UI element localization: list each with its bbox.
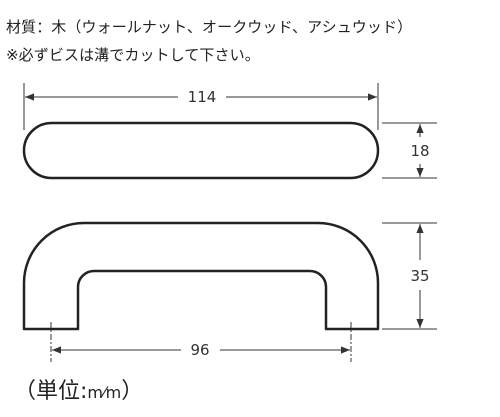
unit-suffix: ） (121, 379, 144, 404)
unit-label: （単位:m⁄m） (14, 373, 143, 405)
side-height-label: 18 (410, 142, 429, 160)
hole-pitch-label: 96 (190, 341, 209, 359)
top-width-label: 114 (188, 88, 217, 106)
unit-prefix: （単位: (14, 379, 88, 404)
top-view-handle (22, 121, 380, 180)
front-view-handle (22, 221, 380, 331)
unit-fraction: m⁄m (87, 383, 122, 402)
warning-note: ※必ずビスは溝でカットして下さい。 (6, 46, 260, 64)
front-height-label: 35 (410, 267, 429, 285)
material-note: 材質：木（ウォールナット、オークウッド、アシュウッド） (6, 18, 413, 36)
